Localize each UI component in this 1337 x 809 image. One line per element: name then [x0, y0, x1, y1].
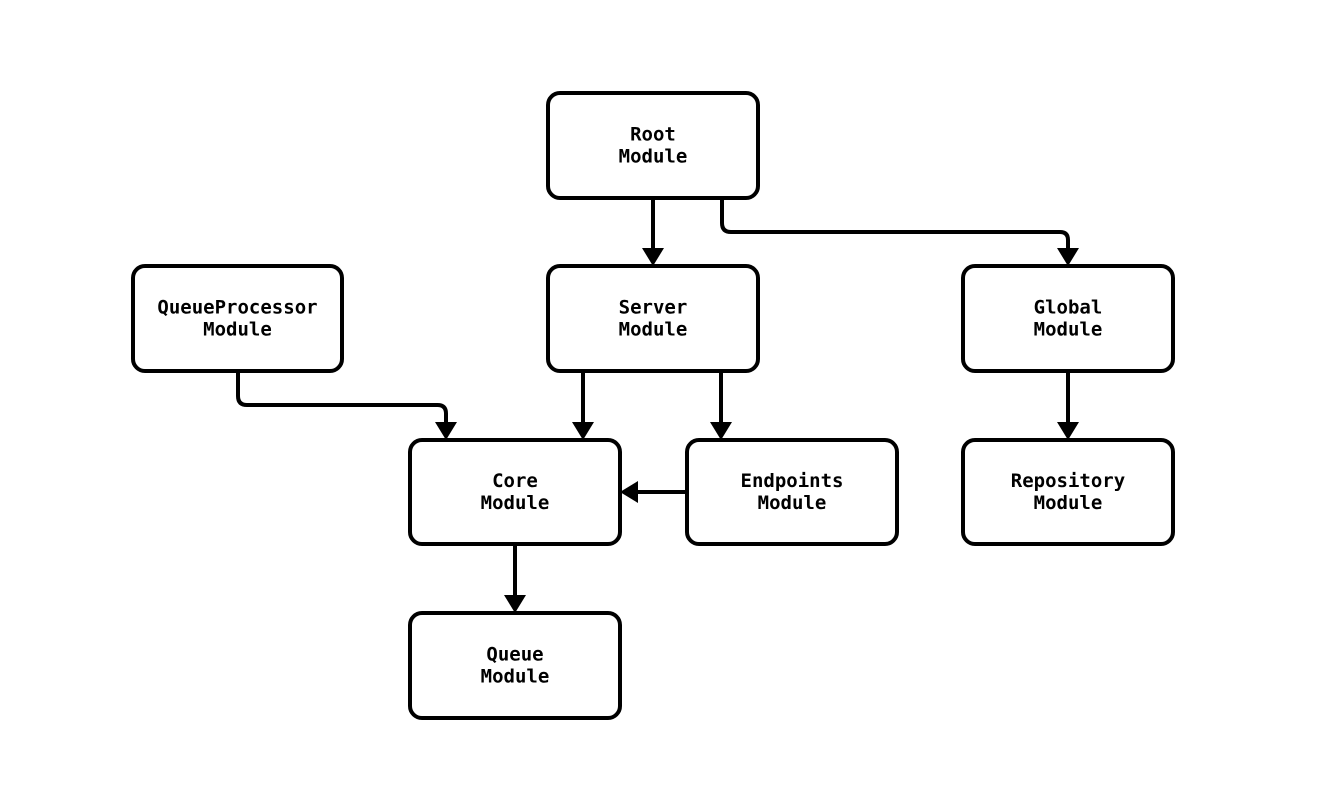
edge-endpoints-to-core [620, 481, 687, 503]
queueprocessor-module-label-line: Module [203, 318, 272, 340]
root-module-label-line: Module [619, 145, 688, 167]
edge-endpoints-to-core-arrowhead-icon [620, 481, 638, 503]
edge-root-to-server [642, 198, 664, 266]
queueprocessor-module-label-line: QueueProcessor [157, 296, 317, 318]
repository-module-label-line: Repository [1011, 470, 1125, 492]
server-module-box[interactable] [546, 264, 760, 373]
edge-root-to-global [720, 198, 1079, 266]
edge-core-to-queue-arrowhead-icon [504, 595, 526, 613]
core-module-label-line: Module [481, 492, 550, 514]
edge-core-to-queue [504, 544, 526, 613]
root-module-label-line: Root [630, 123, 676, 145]
root-module-box[interactable] [546, 91, 760, 200]
core-module-label-line: Core [492, 470, 538, 492]
queue-module-label-line: Module [481, 665, 550, 687]
edge-queueprocessor-to-core-line [236, 371, 448, 422]
edge-global-to-repository [1057, 371, 1079, 440]
edge-root-to-server-arrowhead-icon [642, 248, 664, 266]
repository-module-box[interactable] [961, 438, 1175, 546]
edge-server-to-endpoints [710, 371, 732, 440]
edge-queueprocessor-to-core-arrowhead-icon [435, 422, 457, 440]
queueprocessor-module-box[interactable] [131, 264, 344, 373]
edges-layer [236, 198, 1079, 613]
queue-module-label-line: Queue [486, 643, 543, 665]
queue-module-box[interactable] [408, 611, 622, 720]
endpoints-module-label-line: Module [758, 492, 827, 514]
edge-queueprocessor-to-core [236, 371, 457, 440]
edge-global-to-repository-arrowhead-icon [1057, 422, 1079, 440]
edge-server-to-core [572, 371, 594, 440]
repository-module-label-line: Module [1034, 492, 1103, 514]
edge-server-to-endpoints-arrowhead-icon [710, 422, 732, 440]
edge-root-to-global-arrowhead-icon [1057, 248, 1079, 266]
server-module-label-line: Server [619, 296, 688, 318]
server-module-label-line: Module [619, 318, 688, 340]
global-module-box[interactable] [961, 264, 1175, 373]
edge-server-to-core-arrowhead-icon [572, 422, 594, 440]
global-module-label-line: Global [1034, 296, 1103, 318]
core-module-box[interactable] [408, 438, 622, 546]
global-module-label-line: Module [1034, 318, 1103, 340]
edge-root-to-global-line [720, 198, 1070, 248]
endpoints-module-label-line: Endpoints [741, 470, 844, 492]
endpoints-module-box[interactable] [685, 438, 899, 546]
